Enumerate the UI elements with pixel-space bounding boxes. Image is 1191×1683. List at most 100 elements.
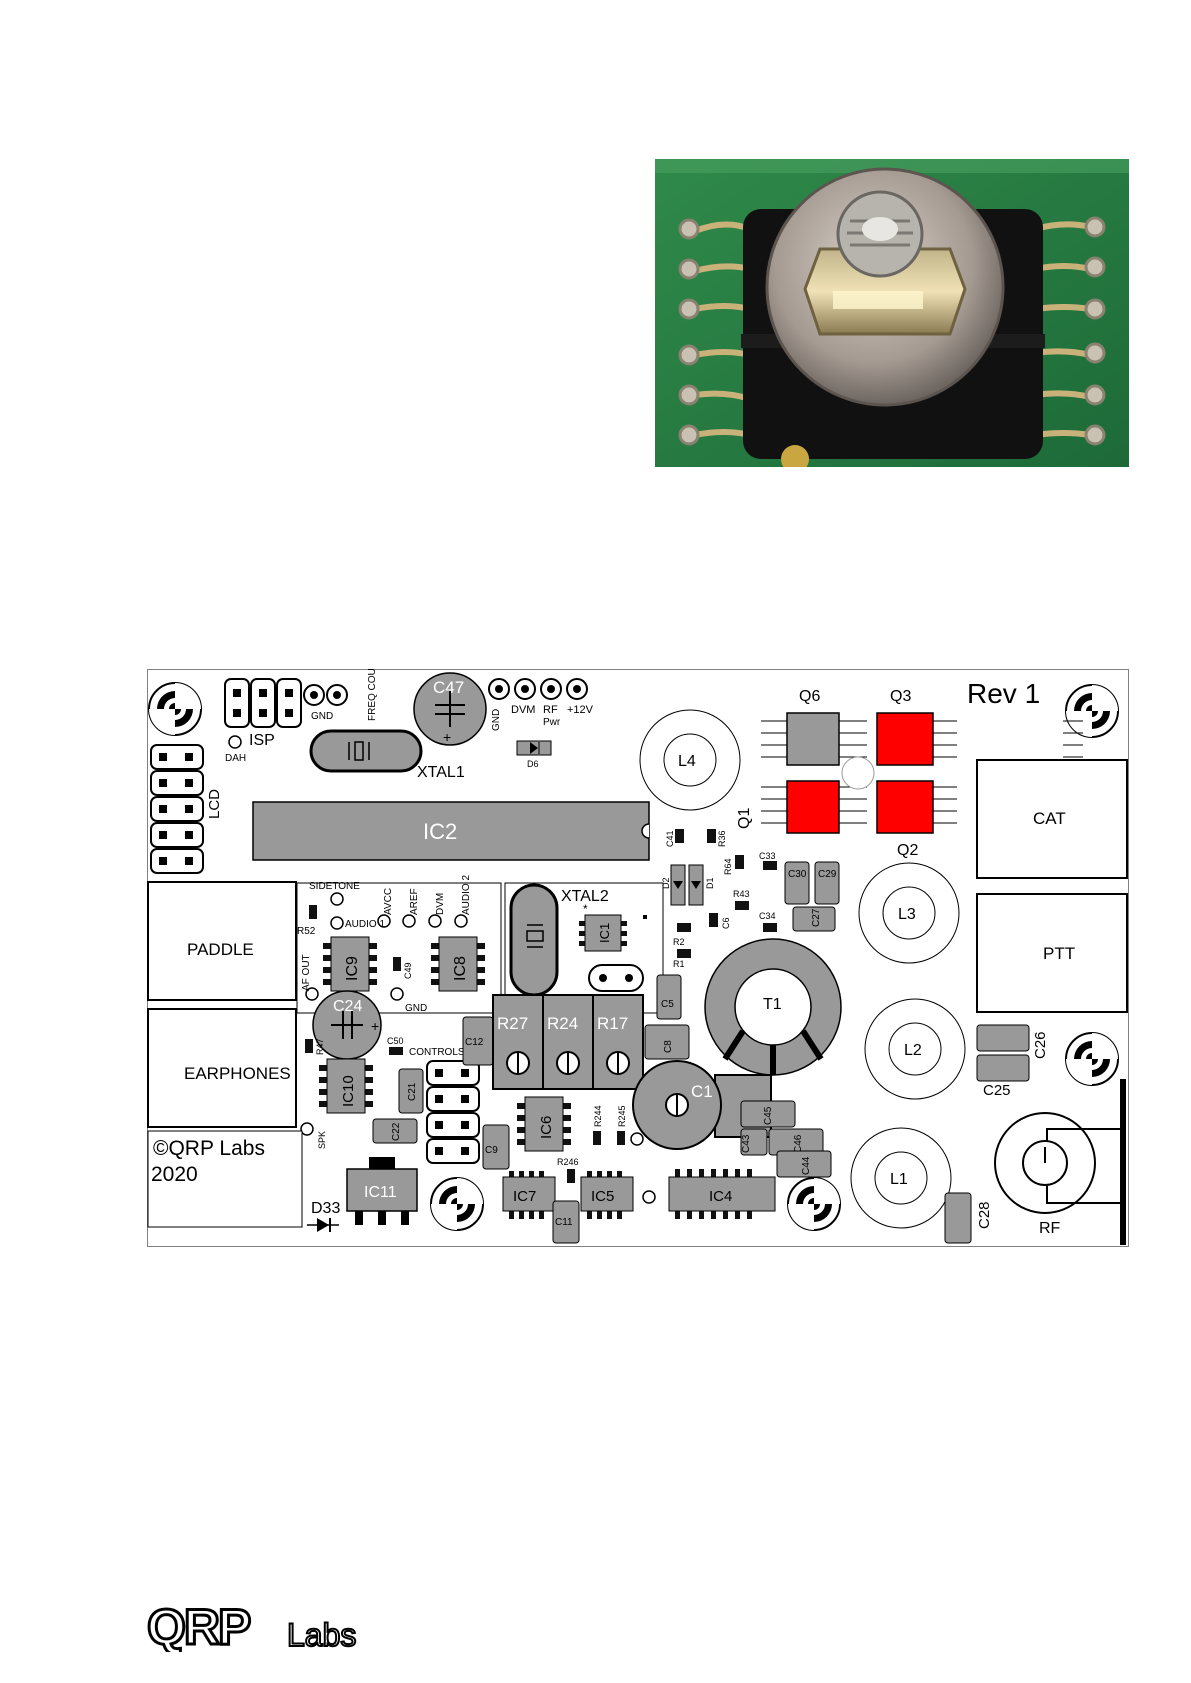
- ic11-regulator: [346, 1157, 418, 1225]
- c21-label: C21: [407, 1082, 418, 1101]
- ic7-chip: [502, 1171, 556, 1219]
- isp-header: [224, 678, 302, 728]
- dah-label: DAH: [225, 753, 246, 764]
- r244-label: R244: [593, 1105, 603, 1127]
- svg-text:+: +: [443, 729, 451, 745]
- q6-label: Q6: [799, 688, 820, 705]
- r17-trimmer: [592, 994, 644, 1090]
- r2-label: R2: [673, 937, 685, 947]
- d1-label: D1: [705, 877, 715, 889]
- ic4-chip: [668, 1169, 776, 1219]
- earphones-connector: [147, 1008, 297, 1128]
- l2-label: L2: [904, 1042, 922, 1059]
- sidetone-label: SIDETONE: [309, 881, 360, 892]
- c27-label: C27: [811, 908, 822, 927]
- r27-label: R27: [497, 1014, 528, 1033]
- qrp-logo-text: QRP: [147, 1600, 250, 1652]
- r36-label: R36: [717, 830, 727, 847]
- paddle-connector: [147, 881, 297, 1001]
- c45-label: C45: [763, 1106, 774, 1125]
- r27-trimmer: [492, 994, 544, 1090]
- c29-label: C29: [818, 869, 837, 880]
- c11-label: C11: [555, 1217, 573, 1228]
- ic9-label: IC9: [344, 956, 361, 981]
- c22-label: C22: [391, 1122, 402, 1141]
- dvm-label: DVM: [511, 704, 535, 716]
- spk-label: SPK: [317, 1131, 327, 1149]
- audio1-label: AUDIO 1: [345, 919, 385, 930]
- transistor-clamp-photo: [655, 159, 1129, 467]
- revision-label: Rev 1: [967, 678, 1040, 709]
- c28-label: C28: [976, 1201, 993, 1229]
- copyright-text: ©QRP Labs: [153, 1137, 265, 1160]
- r246-label: R246: [557, 1157, 579, 1167]
- ic6-chip: [517, 1096, 571, 1152]
- dvm2-label: DVM: [435, 893, 446, 915]
- l2-inductor: [864, 998, 966, 1100]
- t1-label: T1: [763, 996, 782, 1013]
- c30-label: C30: [788, 869, 807, 880]
- lcd-label: LCD: [206, 789, 223, 819]
- c9-label: C9: [485, 1145, 498, 1156]
- c44-label: C44: [801, 1156, 812, 1175]
- pwr-label: Pwr: [543, 717, 561, 728]
- rf-label: RF: [543, 704, 558, 716]
- r24-label: R24: [547, 1014, 578, 1033]
- svg-text:*: *: [583, 902, 588, 916]
- d33-label: D33: [311, 1200, 340, 1217]
- c46-label: C46: [793, 1134, 804, 1153]
- c41-label: C41: [665, 830, 675, 847]
- q3-transistor: [876, 712, 934, 766]
- avcc-label: AVCC: [383, 888, 394, 915]
- ic8-chip: [431, 936, 485, 992]
- q1-label: Q1: [736, 808, 753, 829]
- r24-trimmer: [542, 994, 594, 1090]
- l1-label: L1: [890, 1171, 908, 1188]
- mounting-hole: [787, 1177, 841, 1231]
- r1-label: R1: [673, 959, 685, 969]
- controls-header: [426, 1060, 480, 1164]
- pcb-layout: ISP DAH GND FREQ COUNT C47 + XTAL1 GND D…: [147, 669, 1129, 1247]
- c6-label: C6: [721, 917, 731, 929]
- cat-label: CAT: [1033, 809, 1066, 828]
- mounting-hole: [1065, 1032, 1119, 1086]
- aref-label: AREF: [409, 888, 420, 915]
- c47-capacitor: [413, 672, 487, 746]
- d6-label: D6: [527, 759, 539, 769]
- svg-text:+: +: [371, 1018, 379, 1034]
- freq-count-header: [303, 684, 348, 706]
- q1-transistor: [786, 780, 840, 834]
- freq-count-label: FREQ COUNT: [367, 669, 378, 721]
- mounting-hole: [430, 1177, 484, 1231]
- c50-label: C50: [387, 1036, 404, 1046]
- ic11-label: IC11: [364, 1184, 397, 1201]
- c33-label: C33: [759, 851, 776, 861]
- mounting-hole: [148, 682, 202, 736]
- c1-capacitor: [632, 1060, 722, 1150]
- q6-transistor: [786, 712, 840, 766]
- r17-label: R17: [597, 1014, 628, 1033]
- l3-label: L3: [898, 906, 916, 923]
- v12-label: +12V: [567, 704, 594, 716]
- c24-label: C24: [333, 998, 362, 1015]
- c8-label: C8: [663, 1040, 674, 1053]
- ic8-label: IC8: [452, 956, 469, 981]
- q2-label: Q2: [897, 842, 918, 859]
- ic1-label: IC1: [597, 923, 612, 943]
- c43-label: C43: [741, 1134, 752, 1153]
- copyright-year: 2020: [151, 1163, 198, 1186]
- gnd-label: GND: [311, 711, 333, 722]
- l4-inductor: [639, 709, 741, 811]
- isp-label: ISP: [249, 732, 275, 749]
- r47-label: R47: [315, 1038, 325, 1055]
- r52-label: R52: [297, 926, 316, 937]
- xtal2-label: XTAL2: [561, 888, 609, 905]
- l1-inductor: [850, 1127, 952, 1229]
- l3-inductor: [858, 862, 960, 964]
- ic6-label: IC6: [538, 1116, 555, 1139]
- q3-label: Q3: [890, 688, 911, 705]
- gnd3-label: GND: [405, 1003, 427, 1014]
- ic5-chip: [580, 1171, 634, 1219]
- ic2-label: IC2: [423, 819, 457, 844]
- t1-toroid: [704, 938, 842, 1076]
